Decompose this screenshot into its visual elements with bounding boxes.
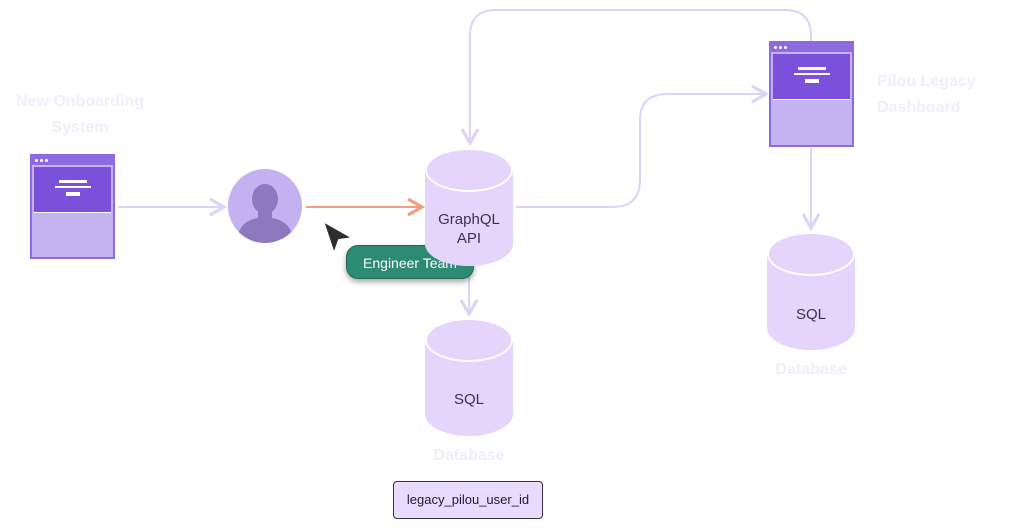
window-dot-icon	[45, 159, 48, 162]
pilou-legacy-label-line1: Pilou Legacy	[877, 73, 976, 90]
window-dot-icon	[784, 46, 787, 49]
legacy-user-id-tag[interactable]: legacy_pilou_user_id	[393, 481, 543, 519]
graphql-label-line1: GraphQL	[438, 211, 500, 228]
cylinder-top	[425, 148, 513, 192]
hero-line	[58, 180, 87, 183]
window-dot-icon	[40, 159, 43, 162]
window-titlebar	[771, 43, 852, 52]
pilou-legacy-label-line2: Dashboard	[877, 99, 961, 116]
hero-line	[797, 67, 826, 70]
hero-line	[54, 186, 91, 188]
new-onboarding-label: New Onboarding System	[10, 89, 150, 141]
sql-right-caption: Database	[775, 361, 847, 378]
pilou-legacy-window-icon[interactable]	[769, 41, 854, 147]
hero-line	[793, 73, 830, 75]
sql-left-cylinder[interactable]: SQL	[425, 318, 513, 436]
window-hero-block	[34, 167, 111, 213]
sql-left-title: SQL	[453, 391, 484, 408]
window-dot-icon	[774, 46, 777, 49]
window-titlebar	[32, 156, 113, 165]
graphql-label-line2: API	[456, 230, 482, 247]
connector-dashboard-to-graphql	[460, 9, 812, 147]
hero-button-shape	[65, 192, 80, 196]
window-dot-icon	[779, 46, 782, 49]
graphql-api-cylinder[interactable]: GraphQL API	[425, 148, 513, 266]
sql-left-caption: Database	[433, 447, 505, 464]
cylinder-top	[425, 318, 513, 362]
sql-right-cylinder[interactable]: SQL	[767, 232, 855, 350]
pilou-legacy-label: Pilou Legacy Dashboard	[877, 69, 1017, 121]
new-onboarding-window-icon[interactable]	[30, 154, 115, 259]
cursor-pointer-icon	[322, 220, 354, 255]
window-hero-block	[773, 54, 850, 100]
window-dot-icon	[35, 159, 38, 162]
sql-right-title: SQL	[795, 306, 826, 323]
person-silhouette-icon	[236, 184, 294, 243]
hero-button-shape	[804, 79, 819, 83]
cylinder-top	[767, 232, 855, 276]
new-onboarding-label-line2: System	[51, 119, 109, 136]
connector-graphql-to-dashboard	[516, 84, 770, 208]
new-onboarding-label-line1: New Onboarding	[16, 93, 144, 110]
engineer-avatar-icon[interactable]	[228, 169, 302, 243]
